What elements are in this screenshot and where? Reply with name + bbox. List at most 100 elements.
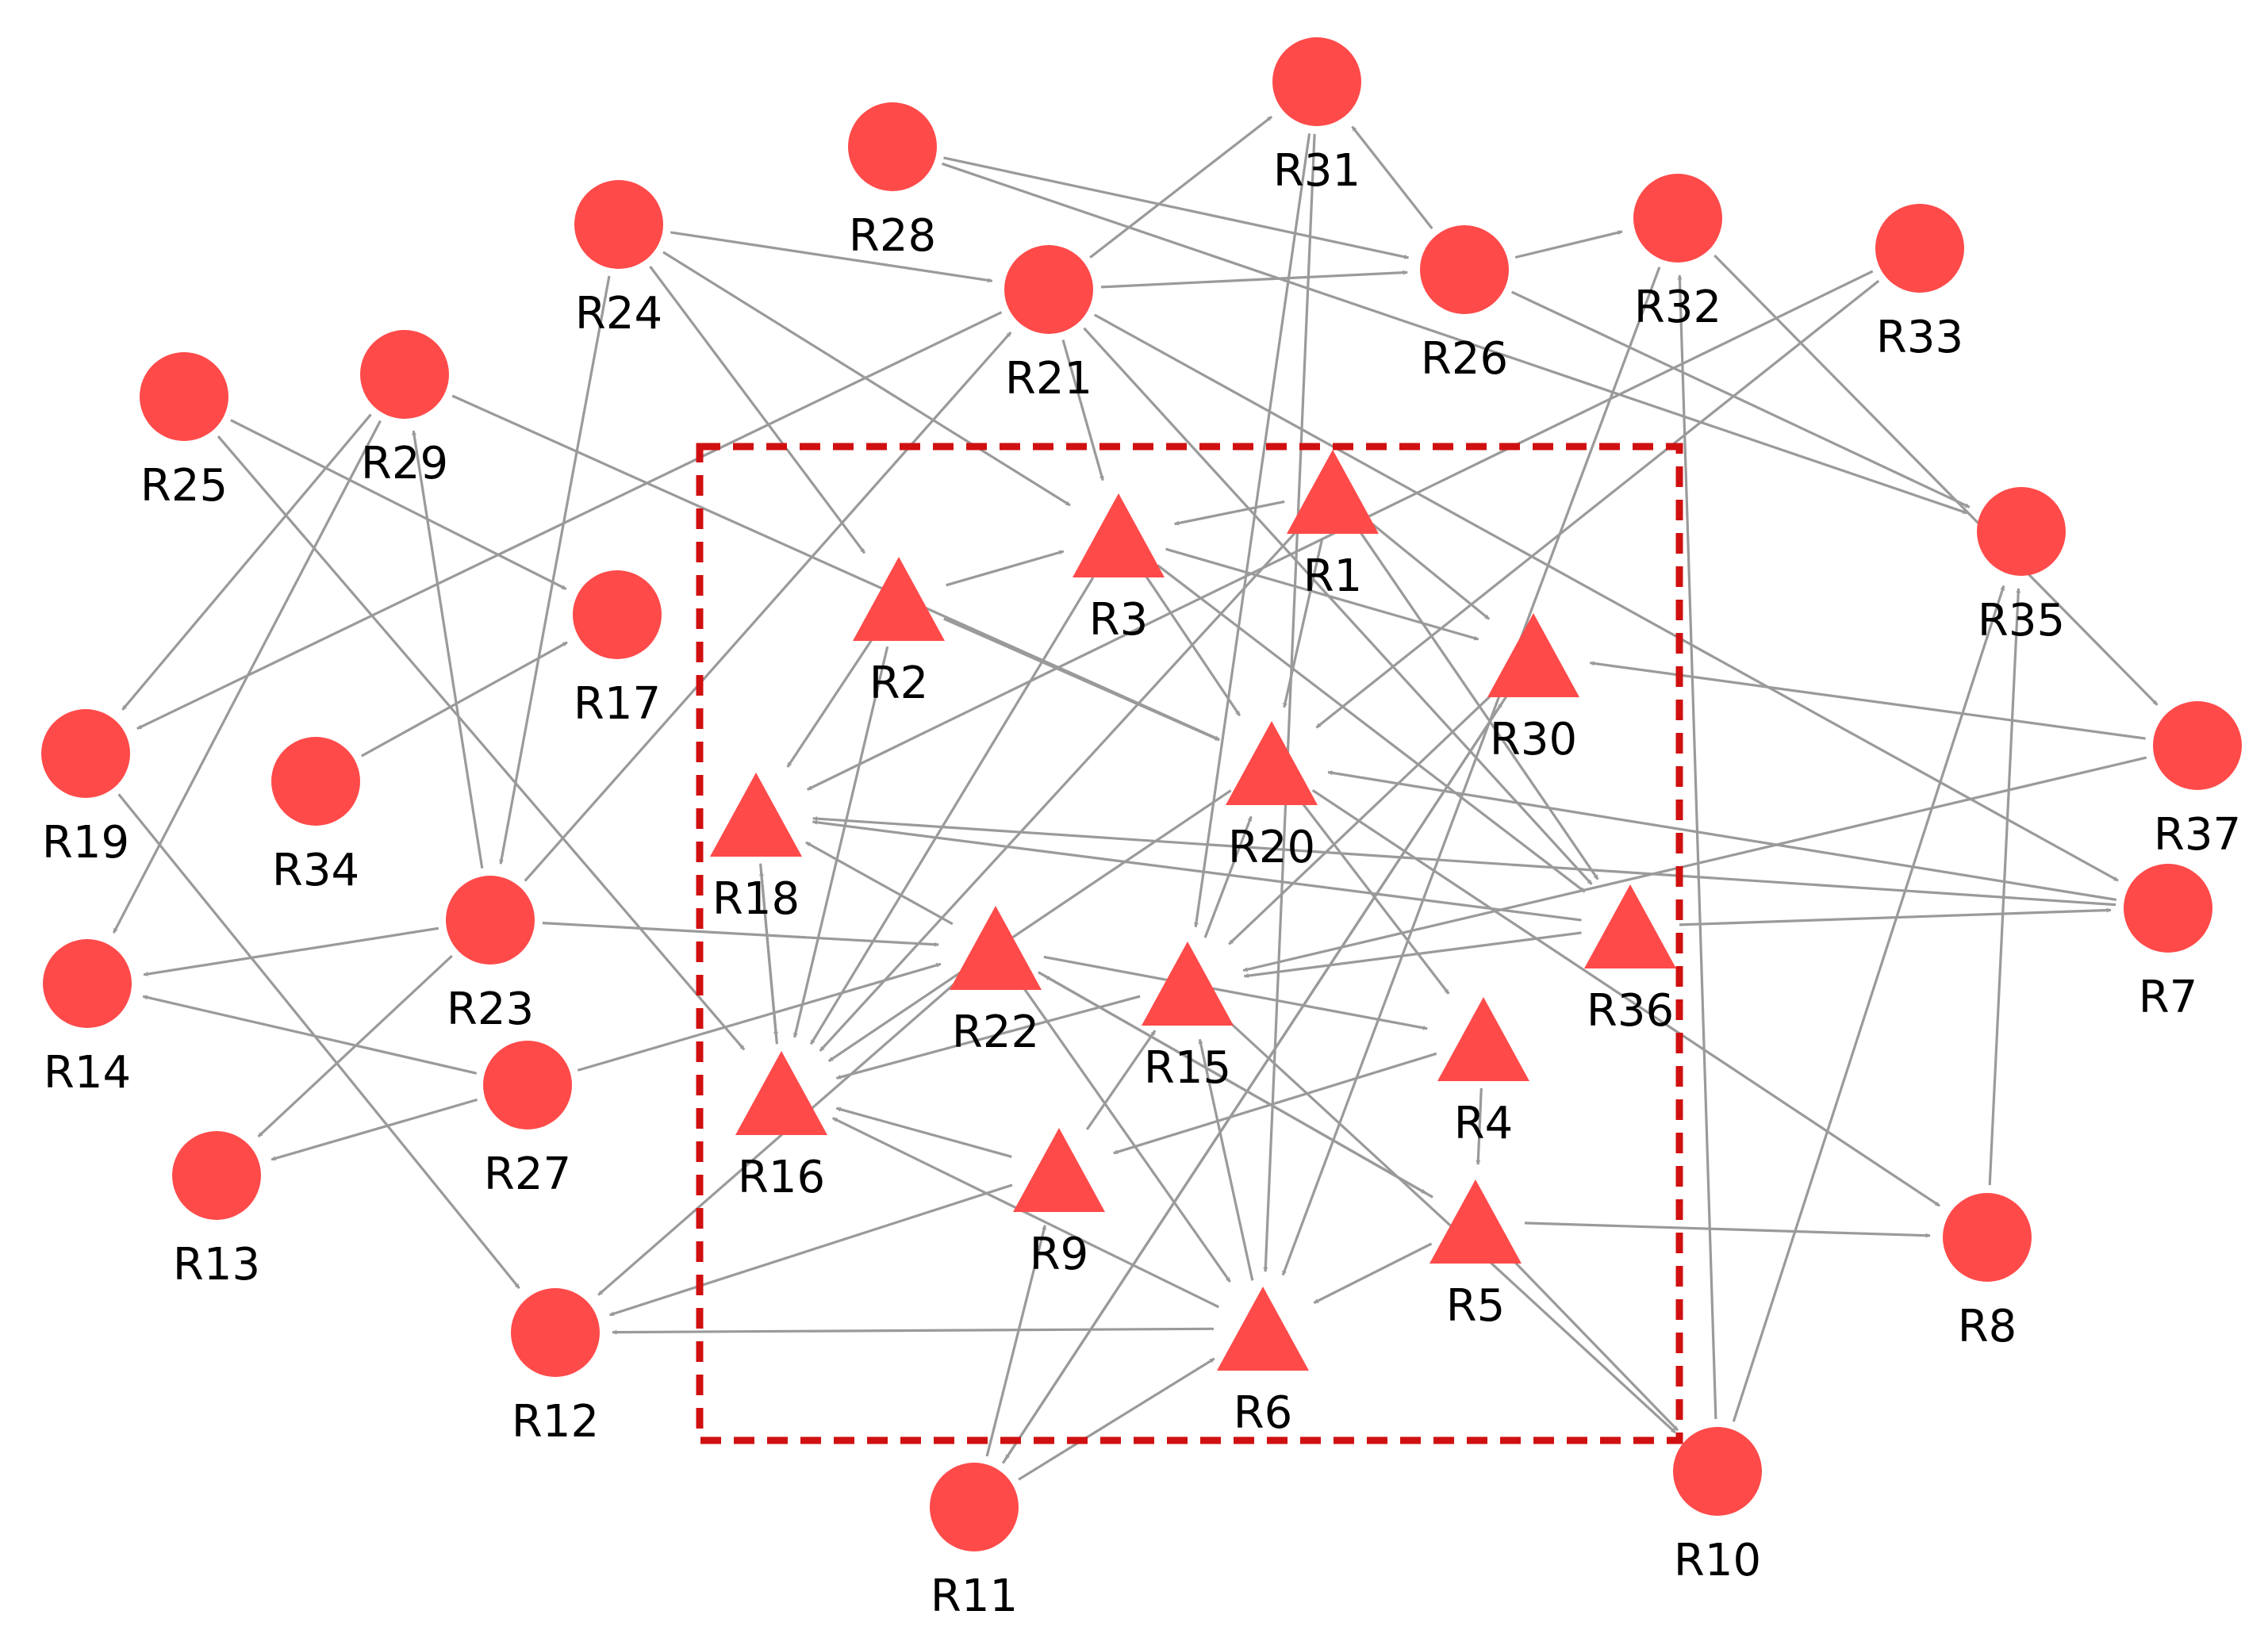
triangle-node-shape: [1217, 1287, 1309, 1371]
circle-node-shape: [1943, 1193, 2032, 1282]
node-label: R7: [2139, 972, 2198, 1023]
edge-r36-to-r15: [1243, 931, 1582, 979]
circle-node-shape: [1004, 245, 1093, 334]
node-label: R10: [1674, 1535, 1761, 1586]
node-r37[interactable]: R37: [2153, 701, 2242, 861]
edge-r37-to-r15: [1242, 756, 2147, 972]
node-label: R4: [1454, 1098, 1514, 1149]
node-r34[interactable]: R34: [271, 737, 360, 896]
edge-r27-to-r13: [271, 1098, 478, 1161]
node-r28[interactable]: R28: [848, 102, 937, 262]
node-r10[interactable]: R10: [1673, 1427, 1762, 1586]
node-r22[interactable]: R22: [950, 906, 1042, 1058]
node-label: R11: [931, 1571, 1018, 1622]
node-r30[interactable]: R30: [1487, 613, 1579, 765]
edge-r9-to-r15: [1085, 1030, 1157, 1130]
triangle-node-shape: [1437, 997, 1529, 1081]
node-label: R21: [1005, 353, 1092, 405]
node-r19[interactable]: R19: [41, 709, 130, 869]
node-r26[interactable]: R26: [1420, 225, 1509, 385]
node-label: R24: [575, 288, 662, 339]
node-r31[interactable]: R31: [1272, 37, 1361, 197]
node-r29[interactable]: R29: [360, 330, 449, 489]
edge-r2-to-r20: [943, 617, 1220, 742]
node-r18[interactable]: R18: [710, 773, 802, 925]
node-r8[interactable]: R8: [1943, 1193, 2032, 1352]
node-r25[interactable]: R25: [140, 352, 228, 512]
edge-r33-to-r20: [1315, 279, 1880, 729]
node-r2[interactable]: R2: [853, 557, 945, 709]
node-label: R5: [1446, 1280, 1506, 1332]
edge-r11-to-r6: [1018, 1357, 1215, 1481]
edge-r11-to-r9: [985, 1225, 1046, 1457]
edge-r10-to-r32: [1677, 274, 1717, 1420]
node-r33[interactable]: R33: [1875, 204, 1964, 363]
node-r17[interactable]: R17: [573, 570, 662, 730]
node-r12[interactable]: R12: [511, 1288, 600, 1448]
circle-node-shape: [2153, 701, 2242, 790]
node-r11[interactable]: R11: [930, 1463, 1019, 1622]
node-r7[interactable]: R7: [2124, 864, 2212, 1023]
triangle-node-shape: [853, 557, 945, 641]
edge-r26-to-r35: [1511, 290, 1971, 508]
node-r32[interactable]: R32: [1633, 174, 1722, 333]
node-label: R2: [869, 658, 929, 709]
node-r27[interactable]: R27: [483, 1041, 572, 1200]
node-label: R17: [574, 678, 661, 730]
node-r5[interactable]: R5: [1429, 1179, 1522, 1332]
edge-r5-to-r10: [1508, 1256, 1679, 1432]
node-label: R6: [1234, 1387, 1293, 1439]
node-r24[interactable]: R24: [574, 180, 663, 339]
edge-r28-to-r35: [941, 162, 1968, 515]
edge-r21-to-r26: [1100, 270, 1408, 289]
node-r36[interactable]: R36: [1584, 884, 1676, 1037]
edge-r31-to-r15: [1193, 133, 1311, 928]
node-r15[interactable]: R15: [1142, 942, 1234, 1094]
edge-r7-to-r18: [812, 816, 2116, 907]
edge-r22-to-r6: [1023, 987, 1231, 1283]
node-r4[interactable]: R4: [1437, 997, 1529, 1149]
node-r21[interactable]: R21: [1004, 245, 1093, 405]
circle-node-shape: [1420, 225, 1509, 314]
triangle-node-shape: [1226, 721, 1318, 805]
node-r16[interactable]: R16: [735, 1051, 827, 1203]
node-label: R22: [952, 1007, 1039, 1058]
node-r1[interactable]: R1: [1287, 450, 1379, 602]
node-label: R27: [484, 1149, 571, 1200]
node-label: R13: [173, 1239, 260, 1291]
circle-node-shape: [574, 180, 663, 269]
edge-r3-to-r30: [1165, 547, 1479, 641]
triangle-node-shape: [950, 906, 1042, 990]
edge-r34-to-r17: [361, 641, 568, 757]
edge-r29-to-r14: [112, 420, 382, 934]
node-r35[interactable]: R35: [1977, 487, 2066, 646]
node-r23[interactable]: R23: [446, 876, 535, 1035]
edge-r9-to-r12: [608, 1183, 1013, 1317]
node-r13[interactable]: R13: [172, 1131, 261, 1291]
circle-node-shape: [446, 876, 535, 965]
edges: [112, 115, 2159, 1481]
node-r6[interactable]: R6: [1217, 1287, 1309, 1439]
edge-r32-to-r6: [1281, 267, 1661, 1276]
edge-r24-to-r21: [670, 231, 993, 283]
edge-r22-to-r12: [597, 979, 960, 1296]
edge-r5-to-r6: [1313, 1242, 1433, 1305]
edge-r28-to-r26: [943, 156, 1410, 259]
edge-r24-to-r23: [499, 275, 611, 865]
edge-r26-to-r31: [1351, 125, 1433, 230]
edge-r4-to-r9: [1113, 1052, 1437, 1155]
edge-r5-to-r22: [1044, 975, 1433, 1199]
node-r14[interactable]: R14: [43, 939, 132, 1099]
triangle-node-shape: [735, 1051, 827, 1135]
circle-node-shape: [2124, 864, 2212, 953]
circle-node-shape: [1673, 1427, 1762, 1516]
node-r20[interactable]: R20: [1226, 721, 1318, 873]
edge-r31-to-r6: [1263, 133, 1316, 1272]
node-label: R29: [361, 438, 448, 489]
triangle-node-shape: [1429, 1179, 1522, 1264]
node-r9[interactable]: R9: [1013, 1128, 1105, 1280]
node-r3[interactable]: R3: [1073, 493, 1165, 646]
node-label: R26: [1421, 333, 1508, 385]
triangle-node-shape: [1584, 884, 1676, 968]
